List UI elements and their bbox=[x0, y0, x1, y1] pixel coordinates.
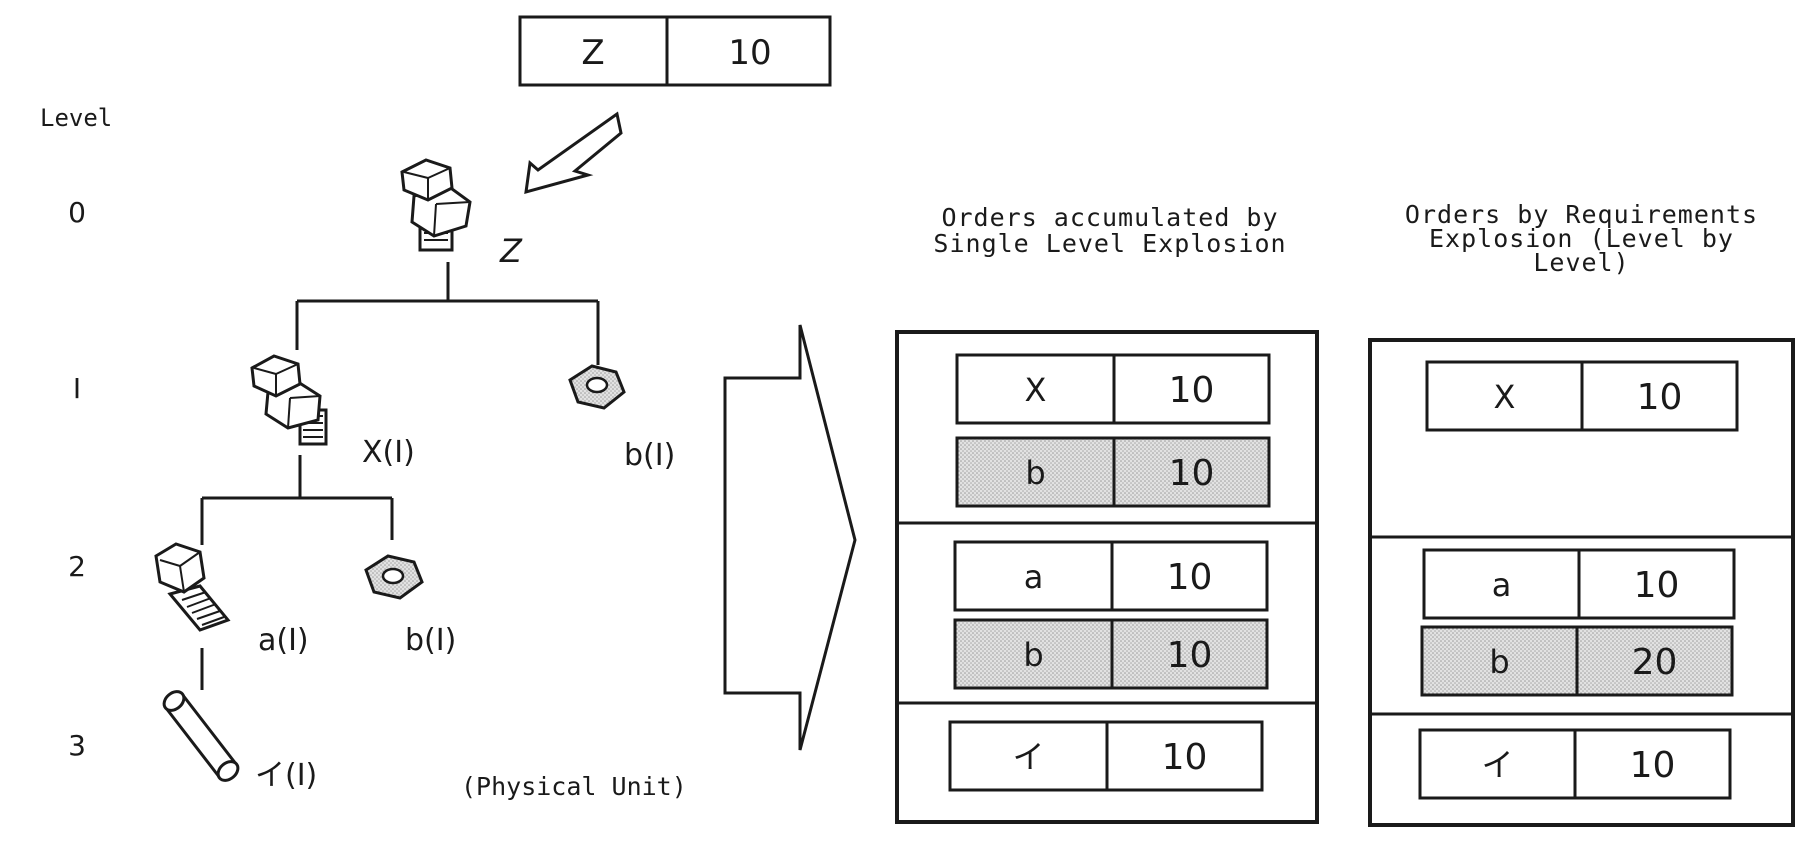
single-level-rows: X 10 b 10 a 10 b 10 イ 10 bbox=[948, 353, 1271, 792]
requirements-row: X 10 bbox=[1425, 360, 1739, 432]
single-level-row: X 10 bbox=[955, 353, 1271, 425]
tree-label-x: X(I) bbox=[362, 435, 415, 470]
bolt-a-icon bbox=[154, 542, 231, 632]
requirements-title-line2: Explosion (Level by bbox=[1429, 224, 1734, 253]
single-level-row: a 10 bbox=[953, 540, 1269, 612]
nut-b-level1-icon bbox=[568, 364, 626, 410]
level-header: Level bbox=[40, 104, 112, 132]
requirements-row-qty: 10 bbox=[1630, 745, 1676, 786]
requirements-row: b 20 bbox=[1420, 625, 1734, 697]
requirements-rows: X 10 a 10 b 20 イ 10 bbox=[1418, 360, 1739, 800]
top-order-qty: 10 bbox=[728, 33, 771, 73]
top-order-box: Z 10 bbox=[518, 15, 832, 87]
single-level-row-item: b bbox=[1023, 636, 1043, 674]
requirements-row: a 10 bbox=[1422, 548, 1736, 620]
level-0: 0 bbox=[68, 196, 86, 229]
single-level-row-item: a bbox=[1024, 558, 1044, 596]
tree-label-a: a(I) bbox=[258, 623, 309, 658]
requirements-row-qty: 10 bbox=[1637, 377, 1683, 418]
single-level-row-qty: 10 bbox=[1167, 557, 1213, 598]
single-level-row-qty: 10 bbox=[1167, 635, 1213, 676]
tree-label-b-level1: b(I) bbox=[624, 438, 675, 473]
tree-connectors bbox=[200, 262, 600, 690]
requirements-row-qty: 10 bbox=[1634, 565, 1680, 606]
conversion-arrow bbox=[723, 324, 857, 751]
single-level-row: b 10 bbox=[953, 618, 1269, 690]
single-level-title: Orders accumulated by Single Level Explo… bbox=[900, 205, 1320, 257]
physical-unit-note: (Physical Unit) bbox=[461, 772, 687, 801]
requirements-title-line3: Level) bbox=[1533, 248, 1630, 277]
requirements-row-item: a bbox=[1492, 566, 1512, 604]
level-1: I bbox=[73, 372, 81, 405]
top-order-item: Z bbox=[581, 33, 604, 73]
requirements-row-item: X bbox=[1494, 378, 1516, 416]
single-level-title-line1: Orders accumulated by bbox=[941, 203, 1279, 232]
requirements-row-item: b bbox=[1489, 643, 1509, 681]
bolt-assembly-x-icon bbox=[250, 354, 328, 446]
single-level-row-qty: 10 bbox=[1162, 737, 1208, 778]
level-3: 3 bbox=[68, 729, 86, 762]
single-level-row: b 10 bbox=[955, 436, 1271, 508]
level-2: 2 bbox=[68, 550, 86, 583]
single-level-row-item: イ bbox=[1012, 738, 1044, 776]
requirements-row-qty: 20 bbox=[1632, 642, 1678, 683]
tree-label-z: Z bbox=[499, 232, 523, 270]
single-level-row-item: b bbox=[1025, 454, 1045, 492]
tree-label-b-level2: b(I) bbox=[405, 623, 456, 658]
single-level-title-line2: Single Level Explosion bbox=[933, 229, 1287, 258]
bolt-assembly-z-icon bbox=[400, 158, 472, 252]
single-level-row-qty: 10 bbox=[1169, 370, 1215, 411]
requirements-row: イ 10 bbox=[1418, 728, 1732, 800]
single-level-row-item: X bbox=[1025, 371, 1047, 409]
single-level-row-qty: 10 bbox=[1169, 453, 1215, 494]
tree-label-i: イ(I) bbox=[255, 758, 317, 793]
raw-material-rod-icon bbox=[162, 690, 240, 782]
requirements-row-item: イ bbox=[1481, 746, 1513, 784]
single-level-row: イ 10 bbox=[948, 720, 1264, 792]
nut-b-level2-icon bbox=[364, 554, 424, 600]
requirements-title-line1: Orders by Requirements bbox=[1404, 200, 1759, 229]
input-arrow bbox=[524, 111, 623, 195]
requirements-title: Orders by Requirements Explosion (Level … bbox=[1370, 200, 1793, 277]
